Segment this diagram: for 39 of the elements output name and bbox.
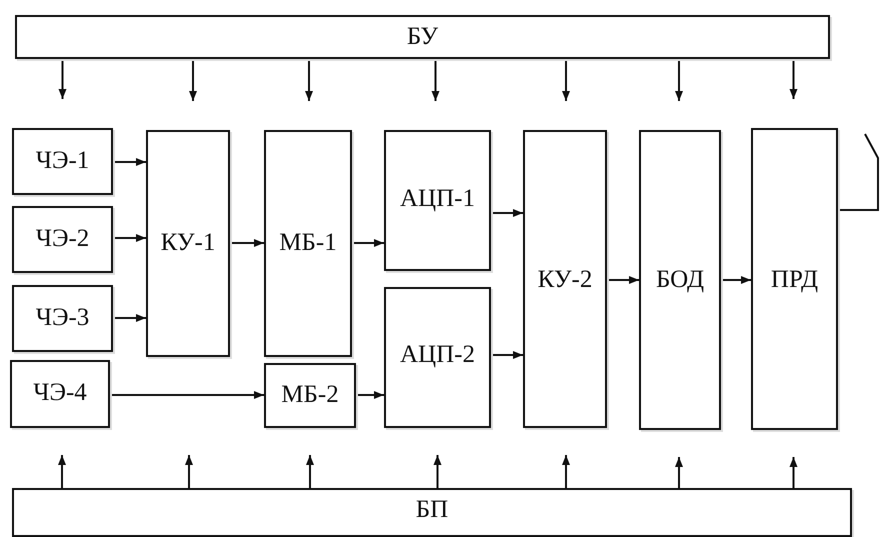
arrow [432,59,440,101]
block-box [264,363,356,428]
block-box [751,128,838,430]
arrow [58,59,66,99]
block-box [12,128,113,195]
block-box [384,287,491,428]
arrow [58,455,66,488]
block-box [12,488,852,537]
arrow [562,455,570,488]
arrow [790,457,798,488]
arrow [675,457,683,488]
arrow [491,209,523,217]
arrow [113,234,146,242]
arrow [230,239,264,247]
arrow [113,158,146,166]
arrow [356,391,384,399]
block-box [146,130,230,357]
block-box [639,130,721,430]
arrow [185,455,193,488]
arrow [491,351,523,359]
block-box [384,130,491,271]
block-box [264,130,352,357]
block-box [523,130,607,428]
block-box [12,285,113,352]
block-box [15,15,830,59]
block-box [12,206,113,273]
arrow [675,59,683,101]
arrow [607,276,639,284]
arrow [110,391,264,399]
arrow [306,455,314,488]
arrow [305,59,313,101]
arrow [790,59,798,99]
arrow [113,314,146,322]
arrow [434,455,442,488]
arrow [352,239,384,247]
arrow [189,59,197,101]
arrow [562,59,570,101]
block-box [10,360,110,428]
arrow [721,276,751,284]
